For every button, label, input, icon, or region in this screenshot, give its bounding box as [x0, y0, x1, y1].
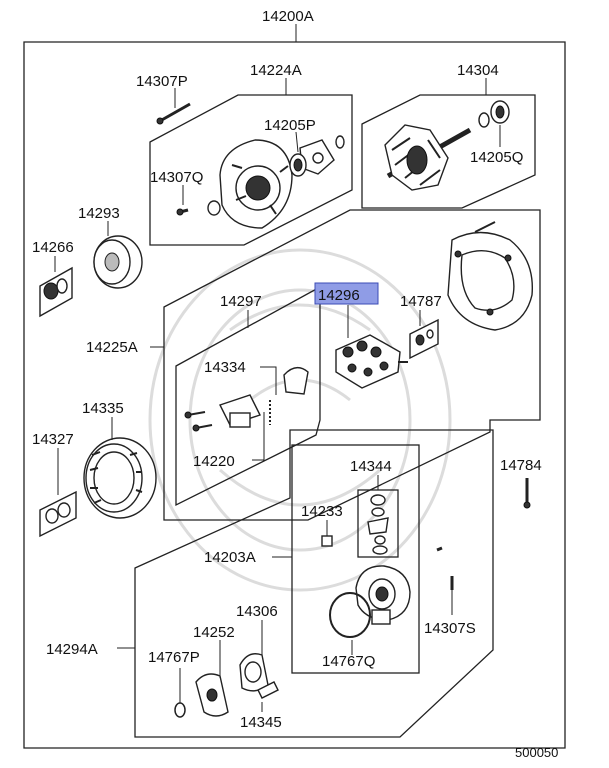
- regulator-group-box: [175, 285, 321, 507]
- stator-washer-part: [39, 490, 77, 538]
- pump-screw-part: [436, 546, 454, 590]
- label-14233[interactable]: 14233: [301, 503, 343, 520]
- label-14307s[interactable]: 14307S: [424, 620, 476, 637]
- front-bracket-group-box: [149, 94, 353, 246]
- label-14220[interactable]: 14220: [193, 453, 235, 470]
- rotor-group-box: [361, 94, 536, 209]
- label-14345[interactable]: 14345: [240, 714, 282, 731]
- regulator-part: [184, 367, 309, 432]
- rectifier-part: [335, 334, 408, 389]
- label-14784[interactable]: 14784: [500, 457, 542, 474]
- label-14344[interactable]: 14344: [350, 458, 392, 475]
- plug-part: [321, 535, 333, 547]
- pump-cover-part: [174, 653, 279, 718]
- through-bolt-part: [523, 478, 531, 509]
- label-14293[interactable]: 14293: [78, 205, 120, 222]
- outer-frame: [23, 41, 566, 749]
- label-14787[interactable]: 14787: [400, 293, 442, 310]
- front-bracket-part: [176, 135, 345, 229]
- label-14203a[interactable]: 14203A: [204, 549, 256, 566]
- rectifier-insulator-part: [409, 318, 439, 360]
- oil-kit-group-box: [134, 429, 494, 738]
- rear-group-box: [163, 209, 541, 521]
- label-14200a[interactable]: 14200A: [262, 8, 314, 25]
- label-14294a[interactable]: 14294A: [46, 641, 98, 658]
- label-14205p[interactable]: 14205P: [264, 117, 316, 134]
- cover-bolt-part: [156, 102, 191, 125]
- seal-kit-part: [367, 494, 389, 555]
- label-14306[interactable]: 14306: [236, 603, 278, 620]
- footer-code: 500050: [515, 745, 558, 760]
- pulley-part: [93, 235, 143, 289]
- highlighted-part-box[interactable]: [314, 282, 379, 305]
- label-14307p[interactable]: 14307P: [136, 73, 188, 90]
- vacuum-pump-group-box: [291, 444, 420, 674]
- label-14767q[interactable]: 14767Q: [322, 653, 375, 670]
- label-14297[interactable]: 14297: [220, 293, 262, 310]
- label-14327[interactable]: 14327: [32, 431, 74, 448]
- label-14296[interactable]: 14296: [318, 287, 360, 304]
- rotor-part: [384, 100, 510, 191]
- label-14252[interactable]: 14252: [193, 624, 235, 641]
- label-14334[interactable]: 14334: [204, 359, 246, 376]
- label-14205q[interactable]: 14205Q: [470, 149, 523, 166]
- stator-part: [83, 437, 157, 519]
- label-14224a[interactable]: 14224A: [250, 62, 302, 79]
- pulley-nut-part: [39, 266, 73, 318]
- rear-bracket-part: [447, 221, 534, 331]
- label-14767p[interactable]: 14767P: [148, 649, 200, 666]
- label-14307q[interactable]: 14307Q: [150, 169, 203, 186]
- label-14304[interactable]: 14304: [457, 62, 499, 79]
- vacuum-pump-part: [329, 565, 411, 638]
- label-14266[interactable]: 14266: [32, 239, 74, 256]
- label-14335[interactable]: 14335: [82, 400, 124, 417]
- label-14225a[interactable]: 14225A: [86, 339, 138, 356]
